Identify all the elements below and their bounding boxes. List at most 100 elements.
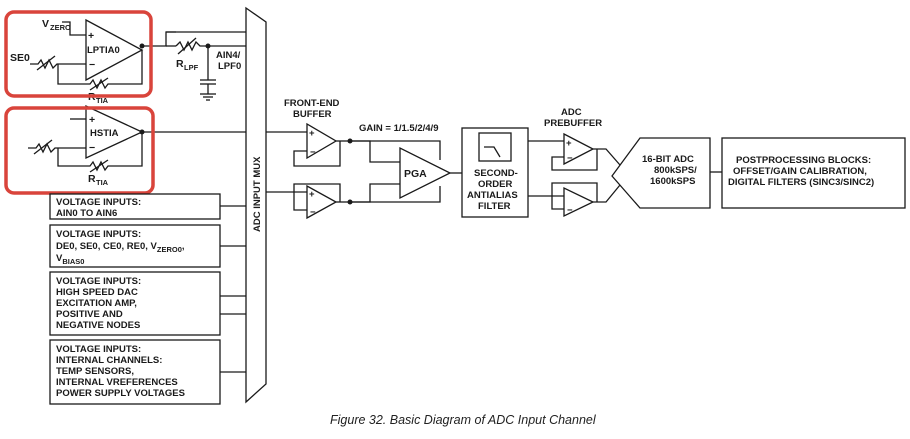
input3-line3: EXCITATION AMP, — [56, 298, 137, 309]
filter-line4: FILTER — [478, 201, 511, 212]
frontend-buffers: FRONT-END BUFFER + − + − — [266, 98, 350, 220]
input4-line1: VOLTAGE INPUTS: — [56, 344, 141, 355]
adc-line1: 16-BIT ADC — [642, 154, 694, 165]
se0-variable-arrow — [36, 55, 56, 71]
input2-line3: VBIAS0 — [56, 253, 84, 266]
filter-icon-curve — [484, 146, 501, 158]
pga-in-bot — [350, 183, 400, 203]
filter-line3: ANTIALIAS — [467, 190, 518, 201]
prebuf-top-minus: − — [567, 153, 573, 164]
adc-shape — [611, 137, 711, 209]
buf-top-feedback — [293, 141, 341, 167]
adc-prebuffer: ADC PREBUFFER + − − — [528, 107, 621, 218]
input-box-4: VOLTAGE INPUTS: INTERNAL CHANNELS: TEMP … — [49, 339, 246, 405]
buf-bot-minus: − — [310, 207, 316, 218]
post-line2: OFFSET/GAIN CALIBRATION, — [733, 166, 867, 177]
mux-label: ADC INPUT MUX — [252, 156, 263, 232]
pga-top-bypass — [350, 140, 441, 160]
prebuffer-label-1: ADC — [561, 107, 582, 118]
vzero-wire — [62, 21, 86, 36]
buffer-bottom — [306, 184, 338, 220]
lpf0-label: LPF0 — [218, 61, 241, 72]
hstia-block: + − HSTIA R TIA — [28, 104, 246, 187]
input-box-1-frame — [49, 193, 221, 220]
lptia-out-wire — [142, 31, 176, 47]
pga-bot-bypass — [350, 186, 441, 203]
rlpf-arrow — [177, 37, 197, 55]
se0-label: SE0 — [10, 52, 30, 64]
prebuf-top-feedback — [551, 149, 598, 171]
filter-icon-frame — [478, 132, 512, 162]
frontend-label-2: BUFFER — [293, 109, 332, 120]
input2-line1: VOLTAGE INPUTS: — [56, 229, 141, 240]
input4-line4: INTERNAL VREFERENCES — [56, 377, 178, 388]
input4-line2: INTERNAL CHANNELS: — [56, 355, 162, 366]
input1-line2: AIN0 TO AIN6 — [56, 208, 117, 219]
buf-top-minus: − — [310, 147, 316, 158]
adc-block: 16-BIT ADC 800kSPS/ 1600kSPS — [611, 137, 722, 209]
input-box-4-frame — [49, 339, 221, 405]
input2-line2: DE0, SE0, CE0, RE0, VZERO0, — [56, 241, 185, 254]
adc-input-mux — [245, 6, 267, 404]
rtia2-label: R — [88, 173, 96, 185]
adc-line2: 800kSPS/ — [654, 165, 697, 176]
input3-line5: NEGATIVE NODES — [56, 320, 140, 331]
prebuf-bot-out — [593, 184, 621, 203]
buf-bot-plus: + — [309, 189, 315, 200]
input-box-2: VOLTAGE INPUTS: DE0, SE0, CE0, RE0, VZER… — [49, 224, 246, 268]
adc-line3: 1600kSPS — [650, 176, 695, 187]
post-line1: POSTPROCESSING BLOCKS: — [736, 155, 871, 166]
hstia-highlight — [4, 106, 155, 195]
input4-line3: TEMP SENSORS, — [56, 366, 134, 377]
rtia2-arrow — [89, 159, 109, 173]
input3-line2: HIGH SPEED DAC — [56, 287, 138, 298]
lptia-plus: + — [88, 30, 94, 42]
gain-label: GAIN = 1/1.5/2/4/9 — [359, 123, 438, 134]
input-box-3-frame — [49, 271, 221, 336]
rlpf-path: R LPF AIN4/ LPF0 — [142, 31, 246, 101]
rlpf-resistor — [175, 40, 246, 52]
buffer-top — [306, 122, 338, 160]
input3-line4: POSITIVE AND — [56, 309, 123, 320]
prebuf-top-out — [593, 148, 621, 166]
post-line3: DIGITAL FILTERS (SINC3/SINC2) — [728, 177, 874, 188]
prebuf-bot-feedback — [551, 182, 598, 210]
hstia-in-arrow — [33, 139, 53, 155]
antialias-filter: SECOND- ORDER ANTIALIAS FILTER — [461, 127, 529, 218]
postprocessing-block: POSTPROCESSING BLOCKS: OFFSET/GAIN CALIB… — [721, 137, 906, 209]
vzero-sub: ZERO — [50, 23, 71, 32]
ain4-label: AIN4/ — [216, 50, 241, 61]
pga-amp — [399, 146, 452, 200]
buf-bot-feedback — [293, 183, 341, 211]
hstia-minus: − — [89, 142, 95, 154]
input4-line5: POWER SUPPLY VOLTAGES — [56, 388, 185, 399]
hstia-out-node — [139, 129, 145, 135]
rtia2-sub: TIA — [96, 178, 109, 187]
filter-line2: ORDER — [478, 179, 512, 190]
pga-in-top — [350, 140, 400, 163]
rlpf-sub: LPF — [184, 63, 199, 72]
lptia-name: LPTIA0 — [87, 45, 120, 56]
rlpf-label: R — [176, 58, 184, 70]
prebuffer-label-2: PREBUFFER — [544, 118, 602, 129]
filter-line1: SECOND- — [474, 168, 518, 179]
pga-label: PGA — [404, 168, 427, 180]
pga-stage: GAIN = 1/1.5/2/4/9 PGA — [347, 123, 462, 205]
prebuf-bot-minus: − — [567, 205, 573, 216]
frontend-label-1: FRONT-END — [284, 98, 340, 109]
input-box-1: VOLTAGE INPUTS: AIN0 TO AIN6 — [49, 193, 246, 220]
se0-resistor — [30, 58, 86, 70]
input-box-2-frame — [49, 224, 221, 268]
post-box — [721, 137, 906, 209]
input1-line1: VOLTAGE INPUTS: — [56, 197, 141, 208]
input-box-3: VOLTAGE INPUTS: HIGH SPEED DAC EXCITATIO… — [49, 271, 246, 336]
prebuf-top — [563, 132, 595, 166]
input3-line1: VOLTAGE INPUTS: — [56, 276, 141, 287]
lptia-minus: − — [89, 59, 95, 71]
rtia1-sub: TIA — [96, 96, 109, 105]
lptia-highlight — [4, 10, 153, 98]
hstia-plus: + — [89, 114, 95, 126]
hstia-in-resistor — [28, 142, 86, 154]
lptia-amp — [85, 18, 144, 82]
